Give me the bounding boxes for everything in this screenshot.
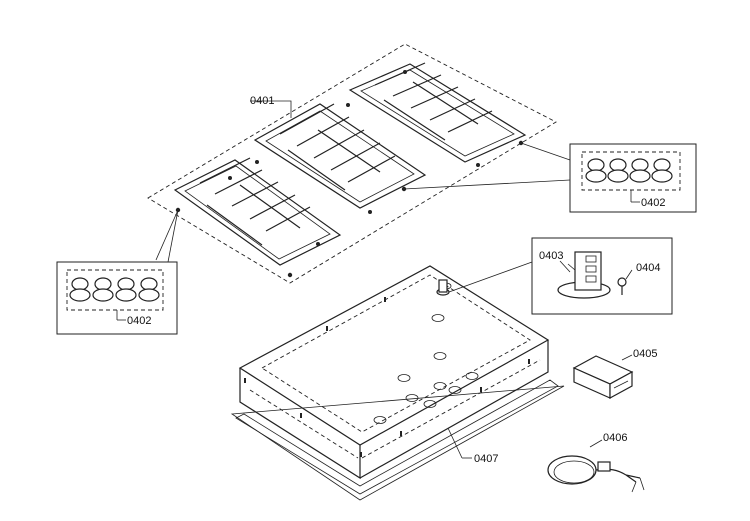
callout-caps-left	[56, 261, 178, 335]
leader-caps-right-a	[403, 179, 571, 190]
valve-mounted	[436, 279, 450, 296]
leader-module	[621, 354, 633, 361]
leader-caps-left-b	[167, 209, 179, 263]
cooktop-body	[230, 265, 565, 501]
label-screw: 0404	[636, 262, 660, 274]
label-module: 0405	[633, 348, 657, 360]
leader-valve	[448, 261, 533, 293]
leader-caps-right-b	[520, 142, 571, 161]
label-cord: 0406	[603, 432, 627, 444]
label-cooktop: 0407	[474, 453, 498, 465]
grate-right	[348, 62, 527, 163]
leader-caps-left-a	[155, 209, 179, 261]
callout-caps-right	[569, 143, 697, 213]
label-caps-left: 0402	[127, 315, 151, 327]
grate-middle	[253, 103, 427, 209]
label-valve: 0403	[539, 250, 563, 262]
leader-cooktop	[447, 427, 463, 459]
power-cord	[547, 455, 645, 493]
label-caps-right: 0402	[641, 197, 665, 209]
grate-left	[173, 157, 342, 266]
spark-module	[572, 355, 634, 400]
leader-grates	[250, 100, 292, 118]
leader-cord	[589, 439, 603, 448]
label-grates: 0401	[250, 95, 274, 107]
callout-valve	[531, 237, 673, 315]
grate-group-outline	[147, 43, 557, 284]
